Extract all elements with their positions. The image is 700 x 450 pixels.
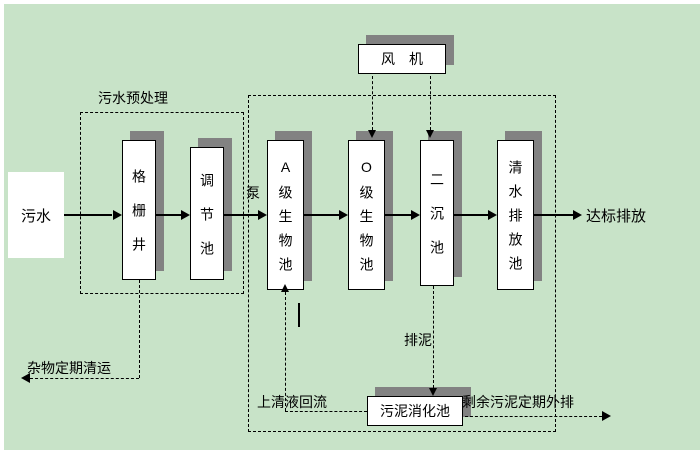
a-bio-tank-label: A级生物池 bbox=[277, 159, 294, 281]
excess-sludge-line bbox=[465, 416, 602, 417]
arrowhead-supernatant-return bbox=[281, 284, 289, 292]
a-bio-tank: A级生物池 bbox=[267, 140, 304, 290]
grid-well-tank: 格栅井 bbox=[122, 140, 156, 280]
excess-sludge-label: 剩余污泥定期外排 bbox=[462, 394, 574, 410]
flow-line-influent-to-gridwell bbox=[64, 214, 112, 216]
arrowhead-debris-removal bbox=[21, 373, 30, 383]
arrowhead-blower-to-clarifier bbox=[426, 130, 434, 138]
sludge-drain-label: 排泥 bbox=[404, 332, 432, 348]
o-bio-tank: O级生物池 bbox=[348, 140, 385, 290]
secondary-clarifier-tank: 二沉池 bbox=[420, 140, 454, 286]
influent-label: 污水 bbox=[20, 207, 51, 225]
arrowhead-regulating-to-abio bbox=[258, 210, 267, 220]
page-edge-top bbox=[0, 0, 700, 4]
pump-label: 泵 bbox=[246, 185, 260, 201]
arrowhead-blower-to-obio bbox=[368, 130, 376, 138]
regulating-tank: 调节池 bbox=[190, 147, 224, 280]
arrowhead-obio-to-clarifier bbox=[411, 210, 420, 220]
regulating-tank-label: 调节池 bbox=[199, 172, 215, 275]
supernatant-return-label: 上清液回流 bbox=[257, 394, 327, 410]
supernatant-return-line-horizontal bbox=[285, 411, 367, 412]
air-line-blower-to-obio bbox=[372, 76, 373, 130]
influent-box: 污水 bbox=[8, 172, 64, 258]
arrowhead-clarifier-to-clearwater bbox=[488, 210, 497, 220]
secondary-clarifier-label: 二沉池 bbox=[429, 172, 445, 274]
arrowhead-sludge-drain bbox=[429, 388, 437, 396]
blower-label: 风机 bbox=[381, 51, 437, 67]
effluent-label: 达标排放 bbox=[586, 208, 647, 225]
flow-line-abio-to-obio bbox=[304, 214, 339, 216]
sludge-digestion-tank: 污泥消化池 bbox=[367, 396, 463, 426]
supernatant-return-line-vertical bbox=[285, 292, 286, 411]
arrowhead-excess-sludge bbox=[602, 411, 611, 421]
flow-line-obio-to-clarifier bbox=[385, 214, 411, 216]
clear-water-tank-label: 清水排放池 bbox=[507, 160, 524, 280]
flow-line-gridwell-to-regulating bbox=[156, 214, 181, 216]
vertical-tick-mark bbox=[298, 303, 300, 327]
main-treatment-dashed-box bbox=[248, 95, 556, 432]
arrowhead-abio-to-obio bbox=[339, 210, 348, 220]
grid-well-label: 格栅井 bbox=[131, 169, 147, 271]
flow-line-clarifier-to-clearwater bbox=[454, 214, 488, 216]
pretreatment-group-label: 污水预处理 bbox=[98, 90, 168, 106]
sludge-digestion-label: 污泥消化池 bbox=[380, 403, 450, 419]
debris-removal-label: 杂物定期清运 bbox=[27, 360, 111, 376]
pretreatment-dashed-box bbox=[80, 112, 244, 294]
flow-line-regulating-to-abio bbox=[224, 214, 258, 216]
blower-box: 风机 bbox=[358, 44, 446, 74]
debris-line-horizontal bbox=[30, 378, 139, 379]
flow-line-clearwater-to-effluent bbox=[534, 214, 573, 216]
air-line-blower-to-clarifier bbox=[430, 76, 431, 130]
o-bio-tank-label: O级生物池 bbox=[358, 159, 375, 281]
arrowhead-clearwater-to-effluent bbox=[573, 210, 582, 220]
arrowhead-gridwell-to-regulating bbox=[181, 210, 190, 220]
sludge-drain-line bbox=[433, 286, 434, 388]
clear-water-tank: 清水排放池 bbox=[497, 140, 534, 290]
debris-line-vertical bbox=[139, 280, 140, 378]
page-edge-left bbox=[0, 0, 4, 450]
arrowhead-influent-to-gridwell bbox=[113, 210, 122, 220]
